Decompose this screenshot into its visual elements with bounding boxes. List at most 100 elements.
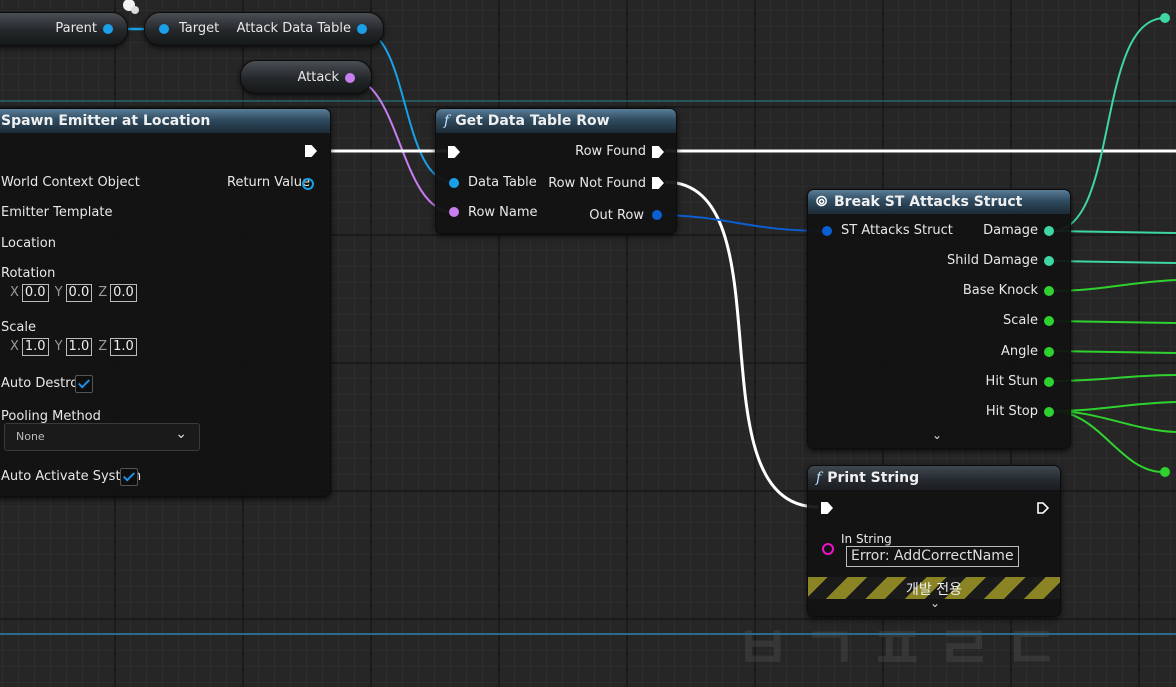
- in-string-label: In String: [841, 532, 892, 546]
- auto-destroy-checkbox[interactable]: [75, 375, 93, 393]
- scale-output-label: Scale: [1003, 313, 1038, 328]
- wire-exec-not-found: [664, 180, 819, 509]
- auto-activate-checkbox[interactable]: [120, 468, 138, 486]
- base-knock-label: Base Knock: [962, 283, 1038, 298]
- base-knock-pin[interactable]: [1044, 286, 1054, 296]
- out-row-pin[interactable]: [652, 210, 662, 220]
- spawn-emitter-node[interactable]: Spawn Emitter at Location World Context …: [0, 108, 331, 497]
- attack-variable-node[interactable]: Attack: [240, 60, 372, 94]
- attack-output-pin[interactable]: [345, 73, 355, 83]
- out-row-label: Out Row: [589, 208, 644, 223]
- print-exec-output-pin[interactable]: [1037, 502, 1049, 514]
- row-found-label: Row Found: [575, 144, 646, 159]
- row-not-found-exec-pin[interactable]: [652, 177, 664, 189]
- row-name-label: Row Name: [468, 205, 538, 220]
- target-node[interactable]: Target Attack Data Table: [144, 12, 384, 46]
- row-found-exec-pin[interactable]: [652, 146, 664, 158]
- damage-label: Damage: [983, 223, 1038, 238]
- hit-stun-label: Hit Stun: [985, 374, 1038, 389]
- in-string-pin[interactable]: [822, 543, 834, 555]
- get-row-header: f Get Data Table Row: [436, 109, 676, 133]
- exec-input-pin[interactable]: [448, 146, 460, 158]
- rotation-y-axis: Y: [54, 285, 63, 300]
- scale-x-input[interactable]: 1.0: [21, 338, 49, 356]
- scale-z-input[interactable]: 1.0: [110, 338, 137, 356]
- return-value-label: Return Value: [227, 175, 310, 190]
- damage-pin[interactable]: [1044, 226, 1054, 236]
- scale-z-axis: Z: [98, 339, 108, 354]
- print-chevron-down-icon[interactable]: ⌄: [930, 596, 941, 610]
- world-context-label: World Context Object: [1, 175, 140, 190]
- auto-activate-label: Auto Activate System: [1, 469, 142, 484]
- pooling-method-label: Pooling Method: [1, 409, 101, 424]
- row-not-found-label: Row Not Found: [548, 176, 646, 191]
- pooling-method-dropdown[interactable]: None ⌄: [4, 423, 200, 451]
- development-only-banner: [808, 577, 1060, 599]
- parent-output-pin[interactable]: [103, 24, 113, 34]
- reroute-knot-2[interactable]: [131, 6, 139, 14]
- wire-shild: [1051, 260, 1176, 264]
- function-icon: f: [444, 113, 450, 129]
- spawn-emitter-title: Spawn Emitter at Location: [0, 109, 330, 133]
- print-exec-input-pin[interactable]: [821, 502, 833, 514]
- angle-label: Angle: [1001, 344, 1038, 359]
- remote-pin-top[interactable]: [1160, 13, 1170, 23]
- development-only-label: 개발 전용: [906, 582, 962, 598]
- struct-break-icon: ⦾: [816, 194, 828, 210]
- break-struct-header: ⦾ Break ST Attacks Struct: [808, 190, 1070, 214]
- exec-output-pin[interactable]: [305, 145, 317, 157]
- attack-label: Attack: [297, 70, 339, 85]
- hit-stun-pin[interactable]: [1044, 377, 1054, 387]
- get-row-title: Get Data Table Row: [455, 113, 610, 129]
- rotation-x-input[interactable]: 0.0: [21, 284, 49, 302]
- get-data-table-row-node[interactable]: f Get Data Table Row Row Found Data Table…: [435, 108, 677, 234]
- wire-angle: [1051, 350, 1176, 354]
- wire-damage-up: [1051, 17, 1166, 232]
- auto-destroy-label: Auto Destroy: [1, 376, 86, 391]
- print-string-title: Print String: [827, 470, 920, 486]
- angle-pin[interactable]: [1044, 347, 1054, 357]
- st-attacks-struct-pin[interactable]: [822, 226, 832, 236]
- st-attacks-struct-label: ST Attacks Struct: [841, 223, 953, 238]
- break-struct-node[interactable]: ⦾ Break ST Attacks Struct ST Attacks Stru…: [807, 189, 1071, 449]
- scale-output-pin[interactable]: [1044, 316, 1054, 326]
- data-table-label: Data Table: [468, 175, 537, 190]
- pooling-method-value: None: [16, 430, 45, 443]
- row-name-pin[interactable]: [449, 207, 459, 217]
- wire-out-row: [652, 214, 827, 232]
- parent-label: Parent: [55, 21, 97, 36]
- rotation-z-input[interactable]: 0.0: [110, 284, 137, 302]
- wire-layer: [0, 0, 1176, 635]
- rotation-x-axis: X: [10, 285, 19, 300]
- chevron-down-icon[interactable]: ⌄: [932, 428, 943, 442]
- rotation-y-input[interactable]: 0.0: [65, 284, 93, 302]
- hit-stop-pin[interactable]: [1044, 407, 1054, 417]
- rotation-z-axis: Z: [98, 285, 108, 300]
- scale-y-axis: Y: [54, 339, 63, 354]
- attack-data-table-pin[interactable]: [357, 24, 367, 34]
- return-value-pin[interactable]: [302, 178, 314, 190]
- emitter-template-label: Emitter Template: [1, 205, 113, 220]
- data-table-pin[interactable]: [449, 178, 459, 188]
- attack-data-table-label: Attack Data Table: [236, 21, 351, 36]
- break-struct-title: Break ST Attacks Struct: [834, 194, 1023, 210]
- scale-label: Scale: [1, 320, 36, 335]
- remote-pin-bottom[interactable]: [1160, 467, 1170, 477]
- location-label: Location: [1, 236, 56, 251]
- dropdown-chevron-icon: ⌄: [175, 426, 187, 442]
- wire-damage: [1051, 230, 1176, 234]
- scale-x-axis: X: [10, 339, 19, 354]
- rotation-label: Rotation: [1, 266, 56, 281]
- shild-damage-pin[interactable]: [1044, 256, 1054, 266]
- parent-variable-node[interactable]: Parent: [0, 12, 128, 46]
- in-string-input[interactable]: Error: AddCorrectName: [846, 546, 1019, 567]
- hit-stop-label: Hit Stop: [985, 404, 1038, 419]
- wire-scale: [1051, 320, 1176, 324]
- target-input-pin[interactable]: [159, 24, 169, 34]
- shild-damage-label: Shild Damage: [947, 253, 1038, 268]
- scale-y-input[interactable]: 1.0: [65, 338, 93, 356]
